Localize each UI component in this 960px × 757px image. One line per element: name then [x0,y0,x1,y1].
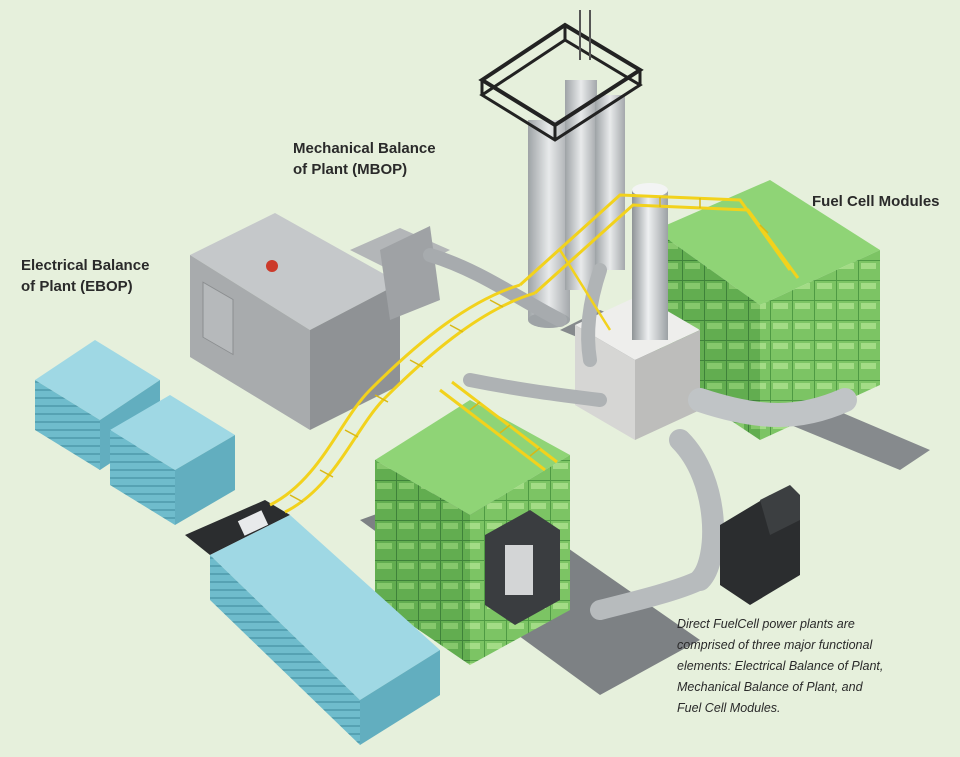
transformer-cabinets [720,485,800,605]
exhaust-tower [478,10,644,328]
mbop-label: Mechanical Balance of Plant (MBOP) [293,138,436,180]
ebop-enclosures [35,340,440,745]
caption-line: Direct FuelCell power plants are [677,617,855,631]
ebop-label-line1: Electrical Balance [21,257,150,274]
caption-line: Fuel Cell Modules. [677,701,781,715]
ebop-label-line2: of Plant (EBOP) [21,278,133,295]
catwalk-rungs [289,197,769,503]
process-piping [423,248,857,620]
mbop-label-line2: of Plant (MBOP) [293,161,408,178]
mbop-enclosure [190,213,450,430]
fuel-cell-modules-label: Fuel Cell Modules [812,191,940,212]
warning-light-icon [266,260,278,272]
fuel-cell-module-left [375,400,570,665]
ebop-label: Electrical Balance of Plant (EBOP) [21,255,149,297]
caption-line: comprised of three major functional [677,638,873,652]
mbop-label-line1: Mechanical Balance [293,140,436,157]
caption-line: Mechanical Balance of Plant, and [677,680,863,694]
caption-line: elements: Electrical Balance of Plant, [677,659,884,673]
caption: Direct FuelCell power plants are compris… [677,614,947,719]
fuel-cell-modules-label-line1: Fuel Cell Modules [812,193,940,210]
